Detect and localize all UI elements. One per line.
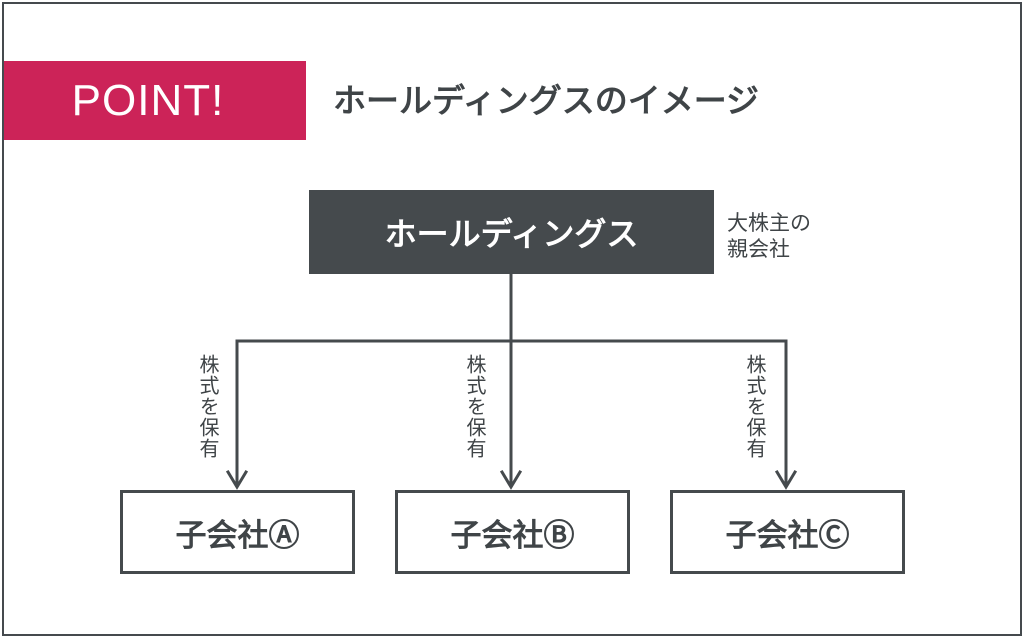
parent-note: 大株主の 親会社 bbox=[727, 210, 811, 262]
subsidiary-node-c: 子会社Ⓒ bbox=[670, 490, 905, 574]
holdings-node-label: ホールディングス bbox=[384, 215, 639, 253]
parent-note-line-1: 大株主の bbox=[727, 211, 811, 235]
parent-note-line-2: 親会社 bbox=[727, 237, 790, 261]
subsidiary-label-b: 子会社Ⓑ bbox=[450, 517, 575, 554]
point-badge-label: POINT! bbox=[71, 75, 225, 125]
share-label-c: 株式を保有 bbox=[743, 354, 767, 459]
share-label-a: 株式を保有 bbox=[196, 354, 220, 459]
page-title: ホールディングスのイメージ bbox=[333, 81, 760, 120]
subsidiary-node-b: 子会社Ⓑ bbox=[395, 490, 630, 574]
arrowhead-a bbox=[225, 469, 249, 490]
arrowhead-b bbox=[499, 469, 523, 490]
subsidiary-node-a: 子会社Ⓐ bbox=[120, 490, 355, 574]
share-label-b: 株式を保有 bbox=[463, 354, 487, 459]
arrowhead-c bbox=[774, 469, 798, 490]
point-badge: POINT! bbox=[4, 61, 306, 140]
subsidiary-label-a: 子会社Ⓐ bbox=[175, 517, 300, 554]
holdings-node: ホールディングス bbox=[309, 190, 714, 274]
subsidiary-label-c: 子会社Ⓒ bbox=[725, 517, 850, 554]
